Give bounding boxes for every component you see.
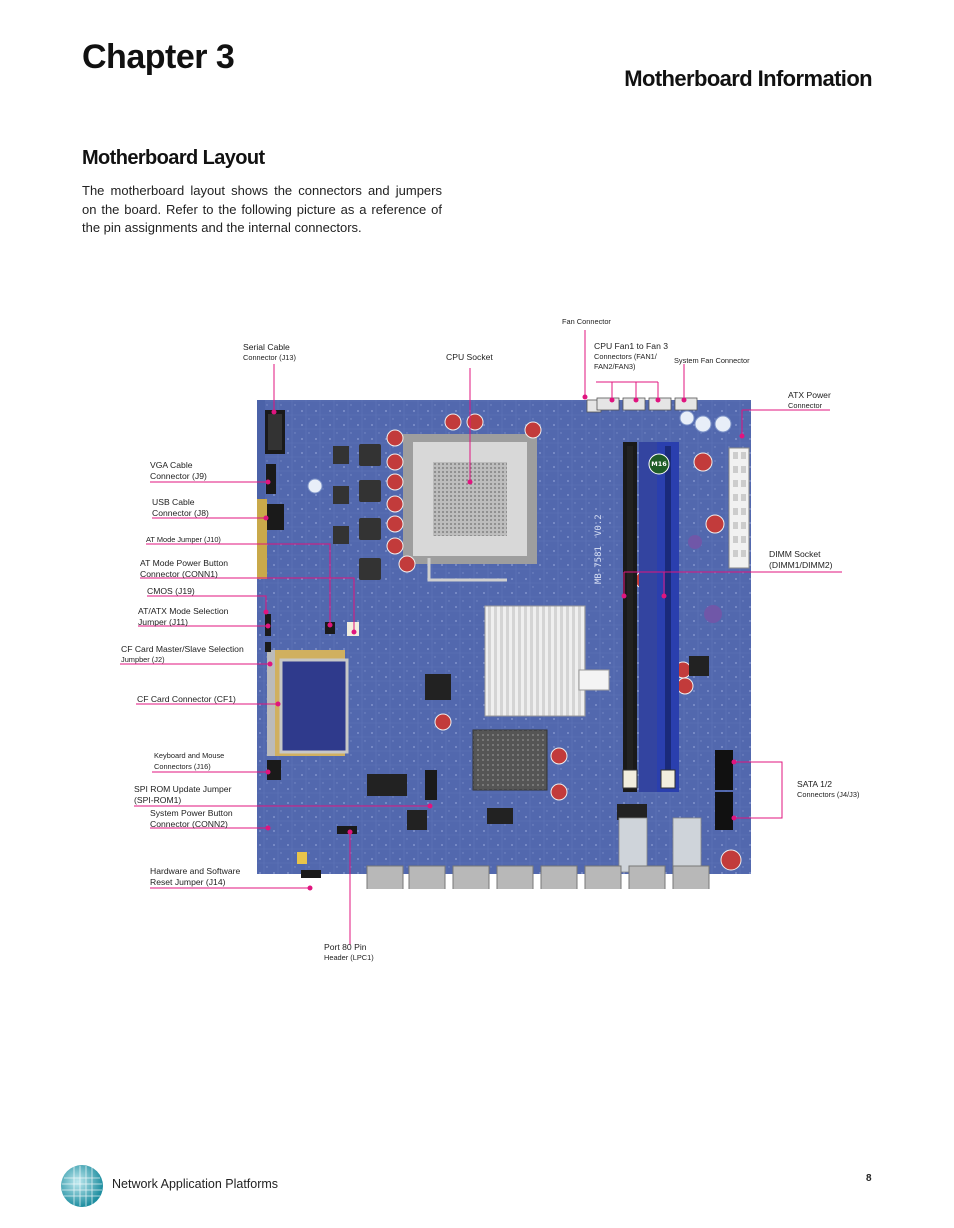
label-line: FAN2/FAN3) bbox=[594, 362, 636, 371]
label-line: (SPI-ROM1) bbox=[134, 794, 182, 805]
chapter-title: Chapter 3 bbox=[82, 38, 235, 76]
label-line: ATX Power bbox=[788, 390, 831, 400]
label-line: SATA 1/2 bbox=[797, 779, 833, 789]
label-spi-rom: SPI ROM Update Jumper (SPI-ROM1) bbox=[134, 784, 231, 805]
label-cf-connector: CF Card Connector (CF1) bbox=[137, 694, 236, 704]
label-usb-cable: USB Cable Connector (J8) bbox=[152, 497, 209, 518]
label-dimm-socket: DIMM Socket (DIMM1/DIMM2) bbox=[769, 549, 833, 570]
label-line: Connectors (FAN1/ bbox=[594, 351, 657, 361]
label-hw-sw-reset: Hardware and Software Reset Jumper (J14) bbox=[150, 866, 240, 887]
label-line: USB Cable bbox=[152, 497, 195, 507]
label-line: CF Card Master/Slave Selection bbox=[121, 644, 244, 654]
label-line: SPI ROM Update Jumper bbox=[134, 784, 232, 794]
label-line: AT Mode Power Button bbox=[140, 558, 229, 568]
label-line: Jumpber (J2) bbox=[121, 654, 165, 664]
intro-paragraph: The motherboard layout shows the connect… bbox=[82, 183, 442, 235]
label-line: Serial Cable bbox=[243, 342, 290, 352]
label-cpu-socket: CPU Socket bbox=[446, 352, 493, 362]
label-system-fan: System Fan Connector bbox=[674, 356, 750, 365]
label-port80: Port 80 Pin Header (LPC1) bbox=[324, 942, 374, 963]
silkscreen-model: MB-7581 bbox=[594, 546, 604, 584]
label-at-power-button: AT Mode Power Button Connector (CONN1) bbox=[140, 558, 228, 579]
label-cmos: CMOS (J19) bbox=[147, 586, 195, 596]
page-number: 8 bbox=[866, 1173, 872, 1184]
motherboard-image: M16 MB-7581 V0.2 bbox=[257, 397, 751, 889]
label-cf-master-slave: CF Card Master/Slave Selection Jumpber (… bbox=[121, 644, 244, 665]
label-line: Reset Jumper (J14) bbox=[150, 876, 226, 887]
section-title: Motherboard Information bbox=[624, 66, 872, 91]
label-line: DIMM Socket bbox=[769, 549, 821, 559]
subsection-title: Motherboard Layout bbox=[82, 147, 265, 169]
label-line: AT/ATX Mode Selection bbox=[138, 606, 229, 616]
label-line: Connector (J13) bbox=[243, 352, 296, 362]
label-line: Connector bbox=[788, 400, 823, 410]
label-line: Connector (J9) bbox=[150, 470, 207, 481]
label-line: Port 80 Pin bbox=[324, 942, 367, 952]
company-logo-icon bbox=[61, 1165, 103, 1207]
label-serial-cable: Serial Cable Connector (J13) bbox=[243, 342, 296, 363]
label-line: CPU Fan1 to Fan 3 bbox=[594, 341, 669, 351]
label-at-mode-jumper: AT Mode Jumper (J10) bbox=[146, 535, 221, 544]
label-atx-power: ATX Power Connector bbox=[788, 390, 831, 411]
footer-platform-text: Network Application Platforms bbox=[112, 1177, 279, 1191]
label-line: Connectors (J16) bbox=[154, 761, 211, 771]
label-line: (DIMM1/DIMM2) bbox=[769, 559, 833, 570]
label-line: VGA Cable bbox=[150, 460, 193, 470]
label-keyboard-mouse: Keyboard and Mouse Connectors (J16) bbox=[154, 751, 224, 772]
label-line: Header (LPC1) bbox=[324, 952, 374, 962]
chip-label: M16 bbox=[651, 460, 667, 468]
silkscreen-version: V0.2 bbox=[594, 514, 604, 536]
label-at-atx-selection: AT/ATX Mode Selection Jumper (J11) bbox=[138, 606, 228, 627]
label-vga-cable: VGA Cable Connector (J9) bbox=[150, 460, 207, 481]
label-line: Hardware and Software bbox=[150, 866, 241, 876]
label-line: Jumper (J11) bbox=[138, 616, 188, 627]
label-line: System Power Button bbox=[150, 808, 233, 818]
label-line: Connectors (J4/J3) bbox=[797, 789, 860, 799]
label-line: Connector (CONN2) bbox=[150, 818, 228, 829]
label-line: Connector (J8) bbox=[152, 507, 209, 518]
label-line: Connector (CONN1) bbox=[140, 568, 218, 579]
label-line: Keyboard and Mouse bbox=[154, 751, 225, 760]
label-cpu-fan: CPU Fan1 to Fan 3 Connectors (FAN1/ FAN2… bbox=[594, 341, 668, 373]
label-fan-connector: Fan Connector bbox=[562, 317, 611, 326]
label-system-power-button: System Power Button Connector (CONN2) bbox=[150, 808, 233, 829]
label-sata: SATA 1/2 Connectors (J4/J3) bbox=[797, 779, 859, 800]
